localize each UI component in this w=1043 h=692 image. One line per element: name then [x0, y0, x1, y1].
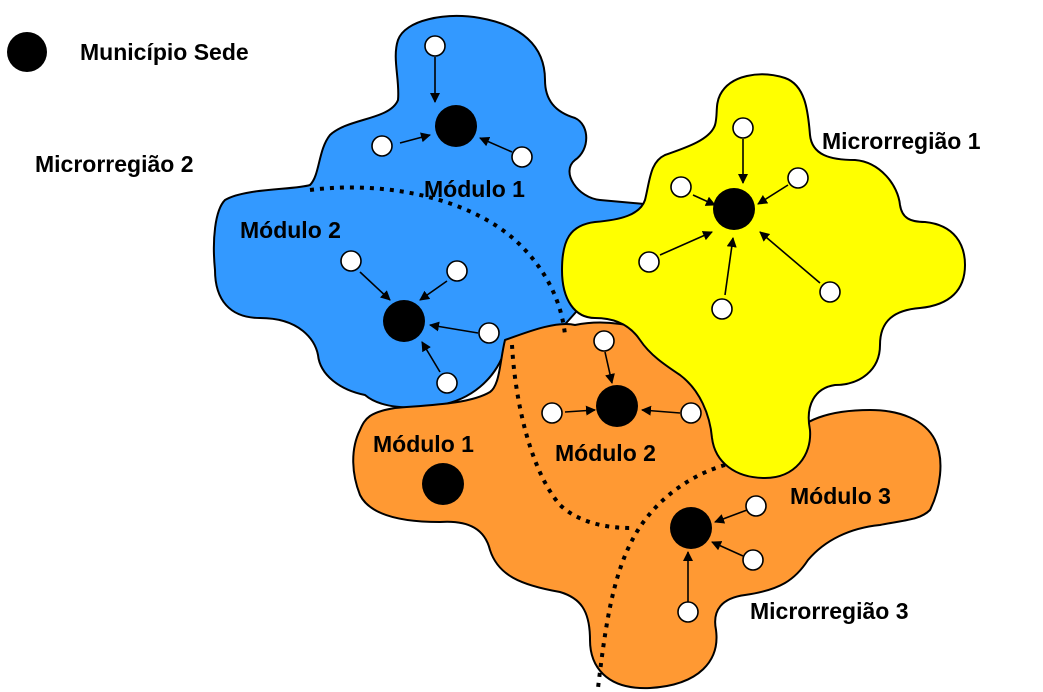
- arrow: [714, 509, 748, 524]
- arrow: [692, 194, 716, 206]
- module-label-micro2-mod1: Módulo 1: [424, 176, 525, 202]
- region-micro1: [561, 73, 966, 479]
- legend-seat-icon: [7, 32, 47, 72]
- arrow: [399, 132, 431, 144]
- seat-micro3-mod3: [670, 507, 712, 549]
- seat-micro2-mod1: [435, 105, 477, 147]
- arrow: [421, 341, 441, 373]
- satellite-circle: [670, 176, 692, 198]
- module-boundary-micro2: [309, 185, 567, 336]
- region-label-micro1: Microrregião 1: [822, 128, 981, 154]
- satellite-circle: [677, 601, 699, 623]
- region-label-micro3: Microrregião 3: [750, 598, 909, 624]
- satellite-circle: [742, 549, 764, 571]
- module-label-micro3-mod1: Módulo 1: [373, 431, 474, 457]
- satellite-circle: [478, 322, 500, 344]
- arrow: [757, 184, 789, 205]
- arrow: [564, 405, 596, 416]
- seat-micro1: [713, 188, 755, 230]
- arrow: [429, 321, 479, 334]
- satellite-circle: [424, 35, 446, 57]
- satellite-circle: [340, 250, 362, 272]
- satellite-circle: [638, 251, 660, 273]
- module-label-micro3-mod3: Módulo 3: [790, 483, 891, 509]
- satellite-circle: [371, 135, 393, 157]
- arrow: [724, 237, 737, 296]
- satellite-circle: [436, 372, 458, 394]
- satellite-circle: [787, 167, 809, 189]
- satellite-circle: [446, 260, 468, 282]
- satellite-circle: [680, 402, 702, 424]
- seat-micro2-mod2: [383, 300, 425, 342]
- arrow: [659, 231, 713, 256]
- seats: [383, 105, 755, 549]
- satellite-circle: [711, 298, 733, 320]
- arrow: [419, 280, 448, 301]
- module-label-micro2-mod2: Módulo 2: [240, 217, 341, 243]
- module-label-micro3-mod2: Módulo 2: [555, 440, 656, 466]
- arrow: [604, 351, 615, 384]
- module-boundary-micro3-a: [510, 344, 631, 530]
- satellite-circle: [819, 281, 841, 303]
- region-label-micro2: Microrregião 2: [35, 151, 194, 177]
- arrows: [359, 57, 821, 602]
- arrow: [759, 231, 821, 284]
- seat-micro3-mod2: [596, 385, 638, 427]
- satellite-circle: [541, 402, 563, 424]
- arrow: [641, 405, 681, 416]
- seat-micro3-mod1: [422, 463, 464, 505]
- satellite-circle: [732, 117, 754, 139]
- satellite-circle: [511, 146, 533, 168]
- arrow: [711, 541, 744, 557]
- region-micro2: [212, 15, 656, 409]
- satellite-circle: [745, 495, 767, 517]
- satellite-circle: [593, 330, 615, 352]
- arrow: [479, 137, 513, 153]
- arrow: [359, 271, 391, 301]
- satellites: [340, 35, 841, 623]
- legend-seat-label: Município Sede: [80, 39, 249, 65]
